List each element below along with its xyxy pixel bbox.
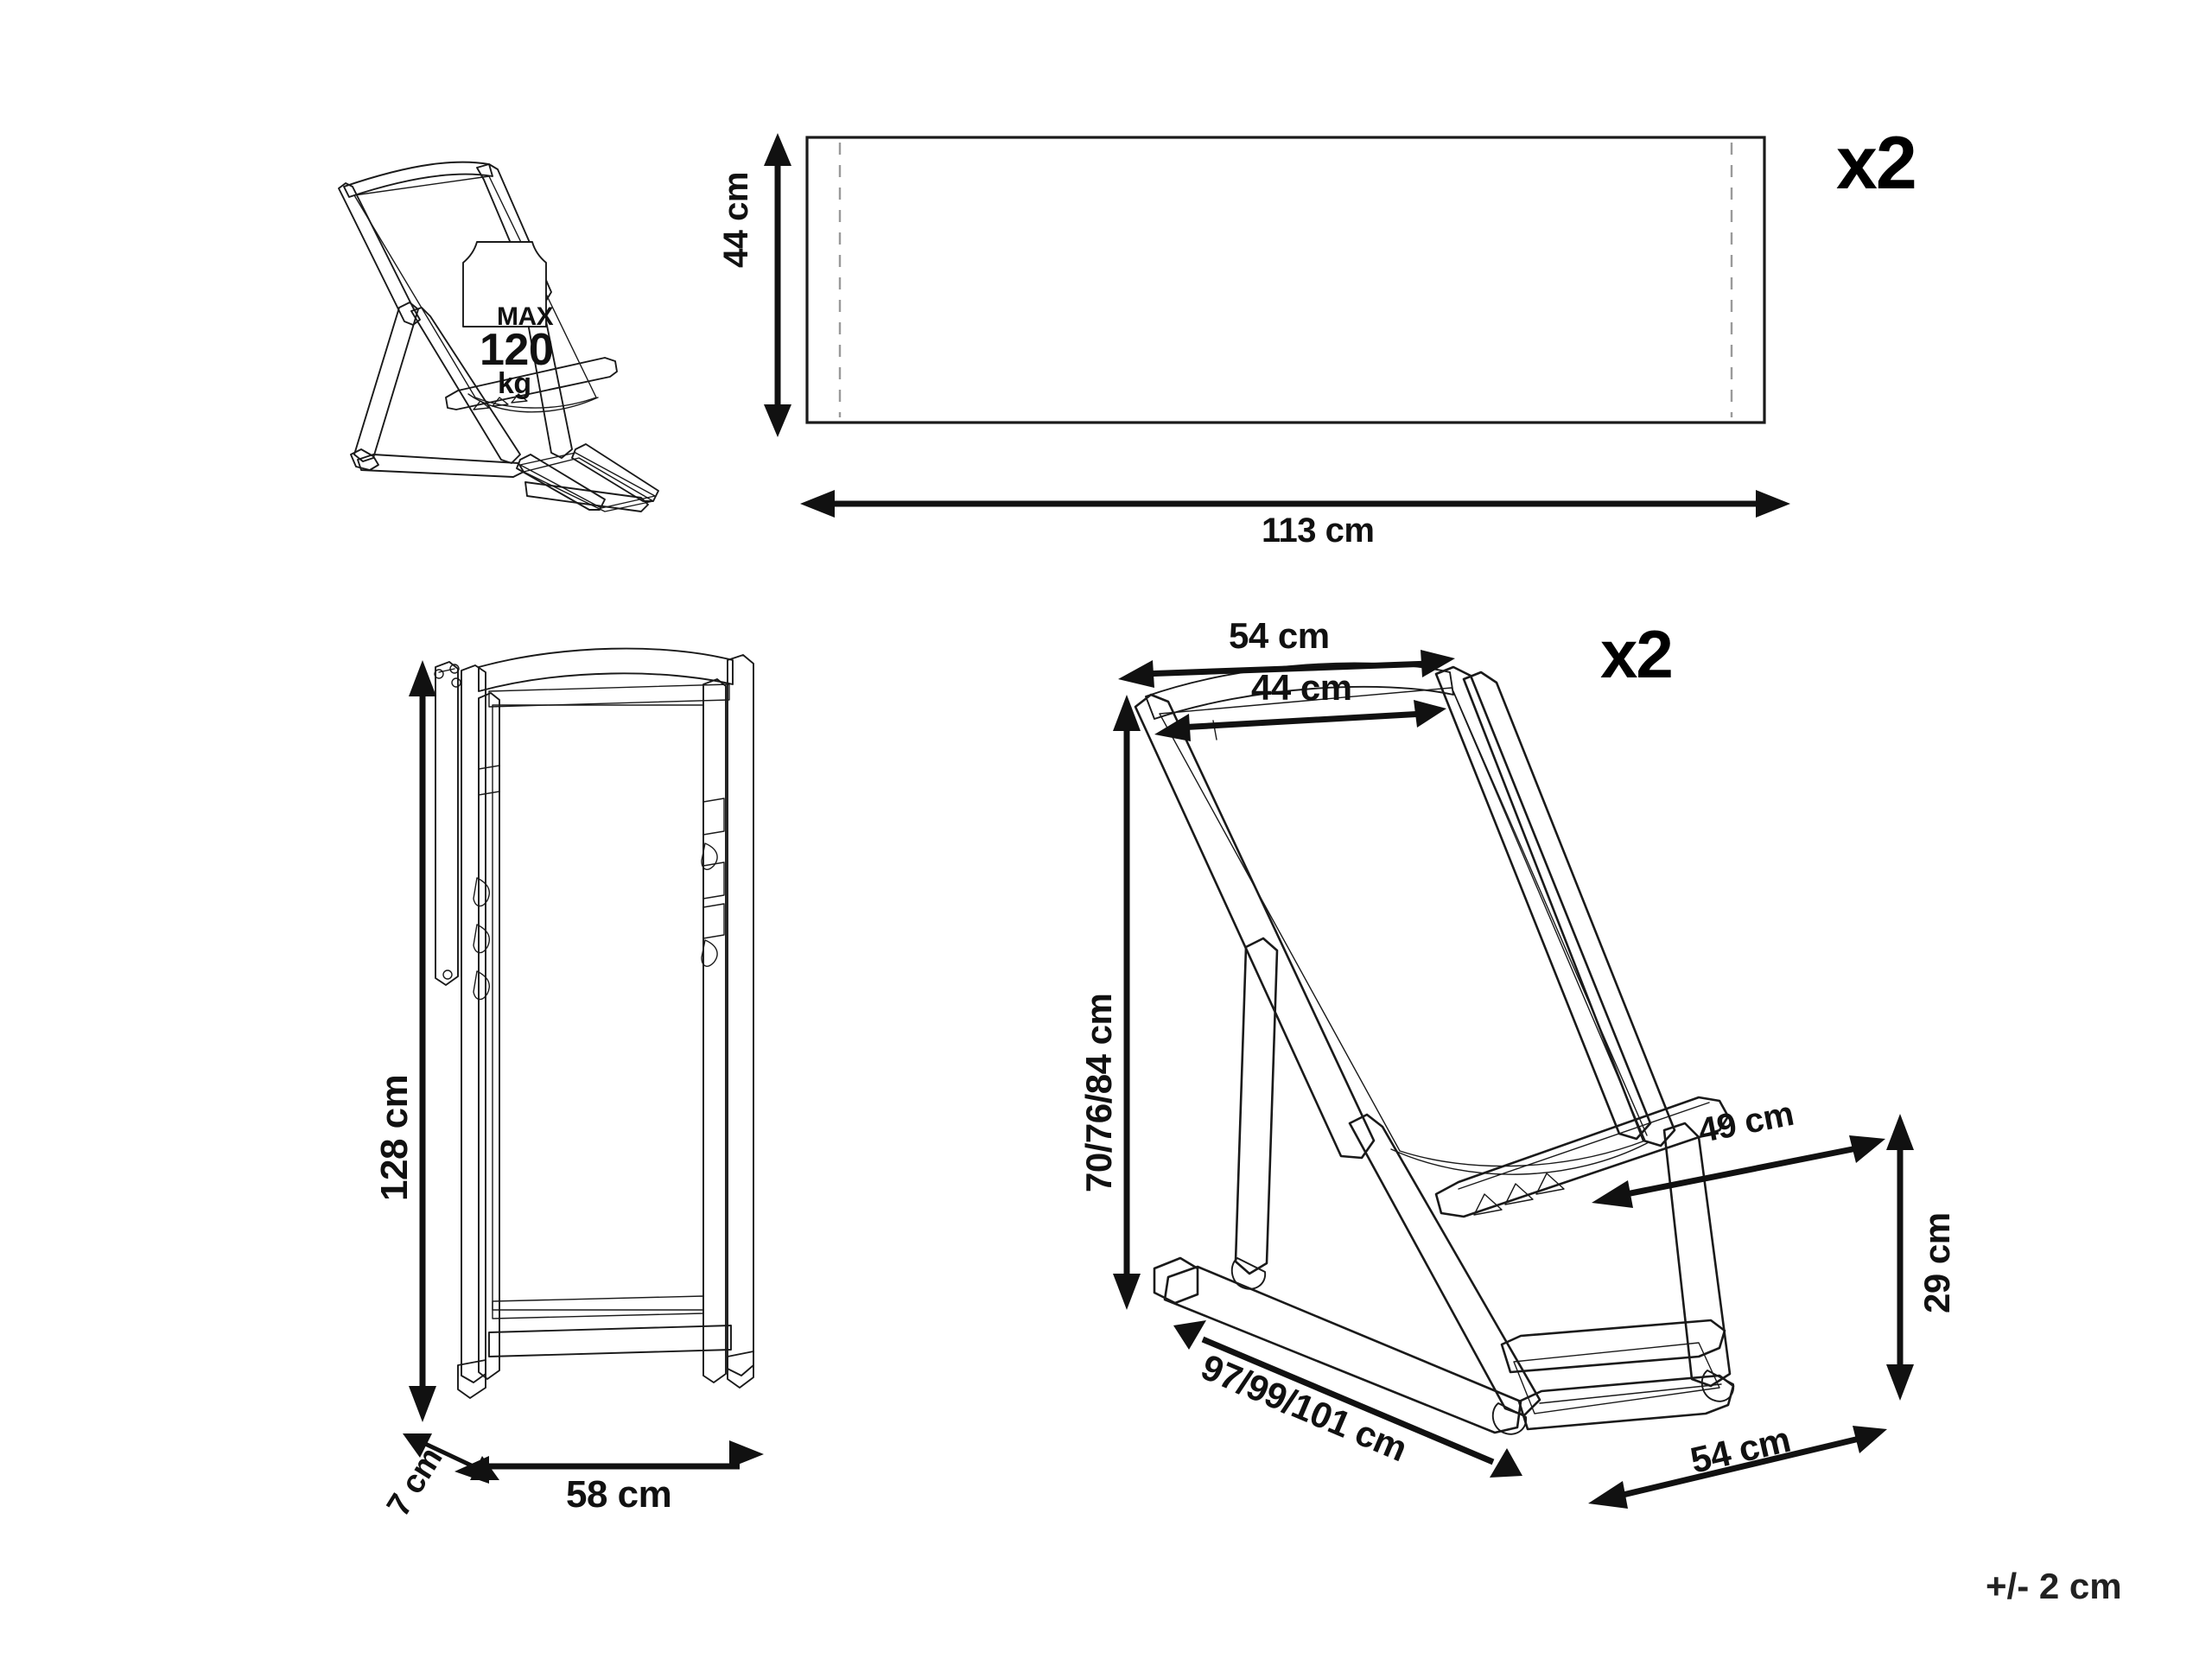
armrest-dimension — [1588, 1123, 1891, 1218]
back-height-label: 70/76/84 cm — [1078, 993, 1119, 1192]
back-height-dimension — [1097, 691, 1158, 1313]
chair-open-perspective-view — [1115, 657, 1910, 1478]
folded-height-dimension — [393, 657, 454, 1426]
fabric-height-dimension — [743, 130, 812, 441]
folded-width-dimension — [449, 1430, 769, 1499]
chair-with-max-load-illustration: MAX 120 kg — [320, 138, 769, 570]
replacement-sling-fabric — [804, 134, 1806, 471]
fabric-height-label: 44 cm — [717, 172, 755, 268]
base-depth-dimension — [1168, 1305, 1531, 1495]
top-inner-width-label: 44 cm — [1251, 667, 1352, 708]
base-width-dimension — [1583, 1408, 1894, 1521]
seat-height-label: 29 cm — [1916, 1212, 1957, 1313]
seat-height-dimension — [1871, 1110, 1931, 1404]
top-outer-width-dimension — [1113, 639, 1459, 700]
max-load-line1: MAX — [497, 302, 554, 331]
folded-height-label: 128 cm — [373, 1074, 416, 1201]
fabric-quantity-label: x2 — [1836, 122, 1917, 205]
top-outer-width-label: 54 cm — [1229, 615, 1330, 656]
folded-width-label: 58 cm — [566, 1473, 672, 1516]
max-load-line3: kg — [498, 367, 531, 400]
max-load-line2: 120 — [480, 325, 554, 375]
max-load-weight-icon — [462, 241, 547, 327]
chair-folded-front-view — [406, 631, 769, 1408]
top-inner-width-dimension — [1149, 691, 1452, 752]
fabric-width-label: 113 cm — [1262, 512, 1375, 550]
measurement-tolerance-note: +/- 2 cm — [1986, 1566, 2122, 1606]
open-chair-quantity-label: x2 — [1600, 616, 1674, 692]
fabric-width-dimension — [795, 480, 1797, 540]
